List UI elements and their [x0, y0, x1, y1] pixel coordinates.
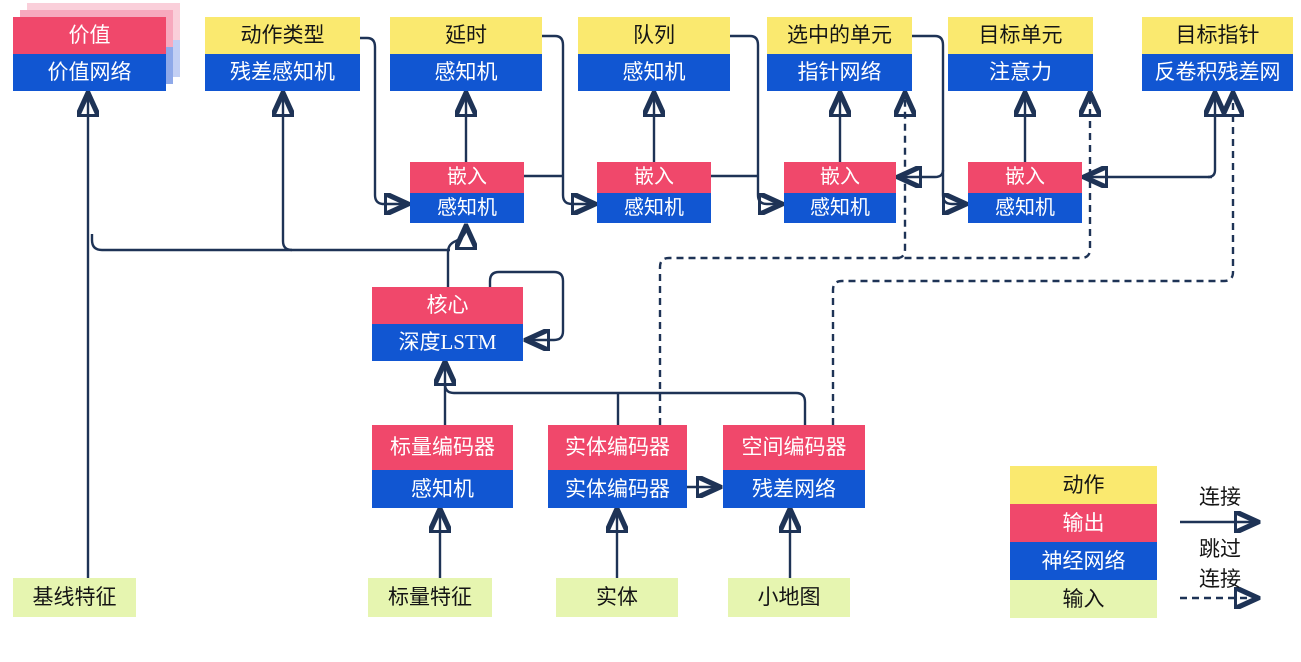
selected-units-label: 选中的单元 — [767, 17, 912, 54]
wire-skip-spatial-to-targetpointer — [831, 95, 1233, 425]
spatial-encoder-label: 空间编码器 — [723, 425, 865, 470]
target-pointer-net-label: 反卷积残差网 — [1142, 54, 1293, 91]
core-label: 核心 — [372, 287, 523, 324]
node-scalar-features: 标量特征 — [368, 578, 492, 617]
scalar-encoder-label: 标量编码器 — [372, 425, 513, 470]
legend-input-label: 输入 — [1010, 580, 1157, 618]
value-output-label: 价值 — [13, 17, 166, 54]
node-target-unit: 目标单元 注意力 — [948, 17, 1093, 91]
embed-3-label: 嵌入 — [784, 162, 896, 193]
node-selected-units: 选中的单元 指针网络 — [767, 17, 912, 91]
entity-encoder-net-label: 实体编码器 — [548, 470, 687, 508]
embed-1-net-label: 感知机 — [410, 192, 524, 223]
node-value: 价值 价值网络 — [13, 17, 166, 91]
spatial-encoder-net-label: 残差网络 — [723, 470, 865, 508]
action-type-label: 动作类型 — [205, 17, 360, 54]
node-minimap: 小地图 — [728, 578, 850, 617]
scalar-features-label: 标量特征 — [368, 578, 492, 617]
wire-skip-entity-to-targetunit — [658, 95, 1090, 425]
wire-link-to-targetpointer — [1208, 95, 1215, 179]
wire-core-out-left — [90, 234, 450, 252]
baseline-features-label: 基线特征 — [13, 578, 136, 617]
node-target-pointer: 目标指针 反卷积残差网 — [1142, 17, 1293, 91]
node-queue: 队列 感知机 — [578, 17, 730, 91]
node-delay: 延时 感知机 — [390, 17, 542, 91]
target-unit-net-label: 注意力 — [948, 54, 1093, 91]
node-embed-4: 嵌入 感知机 — [968, 162, 1082, 223]
wire-encoder-merge — [443, 383, 807, 425]
core-net-label: 深度LSTM — [372, 324, 523, 361]
wire-queue-to-embed3 — [730, 34, 780, 204]
target-unit-label: 目标单元 — [948, 17, 1093, 54]
action-type-net-label: 残差感知机 — [205, 54, 360, 91]
embed-4-label: 嵌入 — [968, 162, 1082, 193]
selected-units-net-label: 指针网络 — [767, 54, 912, 91]
legend-action-box: 动作 — [1010, 466, 1157, 504]
node-entities: 实体 — [556, 578, 678, 617]
embed-4-net-label: 感知机 — [968, 192, 1082, 223]
target-pointer-label: 目标指针 — [1142, 17, 1293, 54]
legend-skip-label-line2: 连接 — [1199, 567, 1241, 591]
wire-core-self-loop — [488, 270, 565, 340]
wire-core-to-actiontype — [283, 95, 292, 252]
scalar-encoder-net-label: 感知机 — [372, 470, 513, 508]
node-baseline-features: 基线特征 — [13, 578, 136, 617]
delay-net-label: 感知机 — [390, 54, 542, 91]
node-spatial-encoder: 空间编码器 残差网络 — [723, 425, 865, 508]
entity-encoder-label: 实体编码器 — [548, 425, 687, 470]
queue-label: 队列 — [578, 17, 730, 54]
queue-net-label: 感知机 — [578, 54, 730, 91]
node-scalar-encoder: 标量编码器 感知机 — [372, 425, 513, 508]
embed-2-label: 嵌入 — [597, 162, 711, 193]
node-action-type: 动作类型 残差感知机 — [205, 17, 360, 91]
legend-output-label: 输出 — [1010, 504, 1157, 542]
embed-1-label: 嵌入 — [410, 162, 524, 193]
minimap-label: 小地图 — [728, 578, 850, 617]
legend-action-label: 动作 — [1010, 466, 1157, 504]
legend-net-box: 神经网络 — [1010, 542, 1157, 580]
wire-selected-branch-to-embed3 — [900, 170, 945, 177]
legend-output-box: 输出 — [1010, 504, 1157, 542]
node-entity-encoder: 实体编码器 实体编码器 — [548, 425, 687, 508]
entities-label: 实体 — [556, 578, 678, 617]
legend-net-label: 神经网络 — [1010, 542, 1157, 580]
wire-selected-to-embed4 — [912, 34, 964, 204]
embed-3-net-label: 感知机 — [784, 192, 896, 223]
wire-actiontype-to-embed1 — [360, 36, 406, 204]
node-embed-1: 嵌入 感知机 — [410, 162, 524, 223]
legend-input-box: 输入 — [1010, 580, 1157, 618]
wire-core-to-embed1 — [446, 228, 466, 287]
node-core: 核心 深度LSTM — [372, 287, 523, 361]
legend-connection-label: 连接 — [1199, 485, 1241, 509]
value-net-label: 价值网络 — [13, 54, 166, 91]
node-embed-3: 嵌入 感知机 — [784, 162, 896, 223]
wire-skip-entity-to-selected — [897, 95, 905, 260]
legend-skip-label-line1: 跳过 — [1199, 537, 1241, 561]
wire-delay-to-embed2 — [542, 34, 593, 204]
delay-label: 延时 — [390, 17, 542, 54]
node-embed-2: 嵌入 感知机 — [597, 162, 711, 223]
embed-2-net-label: 感知机 — [597, 192, 711, 223]
